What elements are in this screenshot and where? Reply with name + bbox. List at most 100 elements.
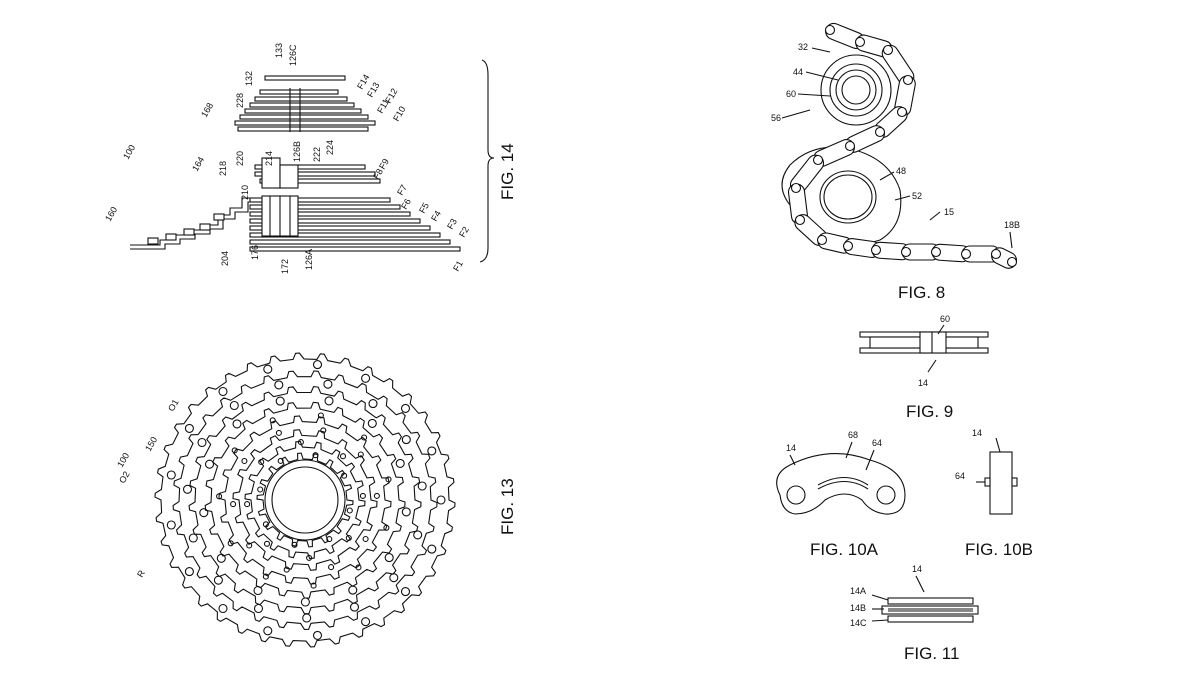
sprocket-hole	[300, 597, 310, 607]
chain-pin	[990, 248, 1002, 260]
ref-F4: F4	[429, 209, 443, 223]
ref-176: 176	[250, 245, 260, 260]
sprocket-hole	[389, 573, 399, 583]
sprocket-hole	[244, 501, 251, 508]
ref-220: 220	[235, 151, 245, 166]
sprocket-hole	[400, 403, 411, 413]
figure-9-link-side-view: 60 14 FIG. 9	[859, 314, 989, 421]
figure-10b-caption: FIG. 10B	[965, 540, 1033, 559]
figure-14-caption: FIG. 14	[498, 143, 517, 200]
ref-64: 64	[955, 471, 965, 481]
ref-126A: 126A	[304, 249, 314, 270]
chain-pin	[874, 126, 886, 138]
sprocket-hole	[427, 544, 437, 554]
chain-pin	[960, 248, 972, 260]
sprocket-ring	[256, 452, 354, 548]
figure-10b-link-edge: 14 64 FIG. 10B	[955, 428, 1033, 559]
figure-10b-reference-labels: 14 64	[955, 428, 982, 481]
chain-links	[787, 22, 1018, 269]
sprocket-ring	[244, 440, 366, 560]
sprocket-hole	[166, 470, 176, 480]
sprocket-ring	[154, 352, 456, 648]
upper-sprocket-group	[234, 75, 376, 132]
sprocket-hole	[218, 603, 228, 614]
ref-F6: F6	[399, 197, 413, 211]
chain-pin	[842, 240, 854, 252]
sprocket-hole	[312, 630, 323, 640]
sprocket-hole	[302, 613, 312, 623]
chain-pin	[870, 244, 882, 256]
sprocket-hole	[357, 451, 364, 458]
ref-14: 14	[912, 564, 922, 574]
sprocket-hole	[324, 396, 334, 406]
sprocket-hole	[328, 564, 335, 571]
sprocket-hole	[283, 566, 290, 573]
figure-11-reference-labels: 14 14A 14B 14C	[850, 564, 922, 628]
sprocket-hole	[274, 380, 284, 390]
ref-160: 160	[103, 205, 119, 223]
sprocket-ring	[232, 429, 378, 571]
sprocket-hole	[367, 418, 377, 428]
sprocket-hole	[384, 553, 394, 563]
sprocket-hole	[263, 364, 273, 374]
chain-pin	[900, 246, 912, 258]
chain-pin	[902, 74, 914, 86]
carrier-steps	[130, 197, 262, 250]
figure-9-caption: FIG. 9	[906, 402, 953, 421]
ref-56: 56	[771, 113, 781, 123]
ref-228: 228	[235, 93, 245, 108]
ref-224: 224	[325, 140, 335, 155]
sprocket-hole	[241, 457, 248, 465]
middle-sprocket-group	[254, 157, 381, 189]
figure-10a-caption: FIG. 10A	[810, 540, 879, 559]
ref-218: 218	[218, 161, 228, 176]
sprocket-hole	[346, 507, 353, 514]
sprocket-hole	[275, 429, 282, 436]
ref-F9: F9	[377, 157, 391, 171]
ref-F3: F3	[445, 217, 459, 231]
sprocket-hole	[427, 446, 437, 456]
sprocket-hole	[361, 617, 371, 627]
ref-100: 100	[115, 451, 131, 469]
ref-172: 172	[280, 259, 290, 274]
chain-pin	[854, 36, 866, 48]
cassette-sprocket-art	[154, 352, 456, 648]
ref-15: 15	[944, 207, 954, 217]
sprocket-hole	[269, 417, 276, 424]
hub-bore	[271, 466, 339, 534]
figure-8-caption: FIG. 8	[898, 283, 945, 302]
ref-32: 32	[798, 42, 808, 52]
sprocket-hole	[320, 427, 327, 434]
ref-52: 52	[912, 191, 922, 201]
ref-126C: 126C	[288, 44, 298, 66]
figure-10a-reference-labels: 14 68 64	[786, 430, 882, 453]
ref-18B: 18B	[1004, 220, 1020, 230]
ref-F10: F10	[391, 105, 407, 123]
sprocket-ring	[188, 386, 422, 615]
figure-14-bracket	[479, 59, 495, 263]
ref-14: 14	[972, 428, 982, 438]
sprocket-hole	[395, 458, 405, 468]
chain-pin	[812, 154, 824, 166]
chain-pin	[882, 44, 894, 56]
ref-126B: 126B	[292, 141, 302, 162]
sprocket-hole	[348, 585, 358, 595]
ref-14: 14	[786, 443, 796, 453]
sprocket-hole	[263, 626, 273, 636]
figure-8-chain-assembly: 32 44 60 56 48 52 15 18B FIG. 8	[771, 22, 1020, 302]
figure-13-cassette-face: 100 150 O1 O2 R FIG. 13	[115, 352, 517, 648]
ref-204: 204	[220, 251, 230, 266]
figure-14-exploded-cassette: 100 160 164 168 133 132 126C 228 F14 F13…	[103, 43, 517, 274]
sprocket-hole	[182, 484, 193, 494]
sprocket-hole	[184, 423, 194, 433]
figure-13-caption: FIG. 13	[498, 478, 517, 535]
figure-11-laminated-plate: 14 14A 14B 14C FIG. 11	[850, 564, 979, 663]
sprocket-hole	[312, 360, 323, 370]
sprocket-hole	[263, 540, 271, 547]
figure-10a-link-plate: 14 68 64 FIG. 10A	[776, 430, 906, 559]
sprocket-ring	[172, 370, 438, 630]
sprocket-hole	[246, 542, 253, 549]
ref-222: 222	[312, 147, 322, 162]
sprocket-ring	[218, 415, 392, 585]
sprocket-hole	[232, 419, 242, 429]
